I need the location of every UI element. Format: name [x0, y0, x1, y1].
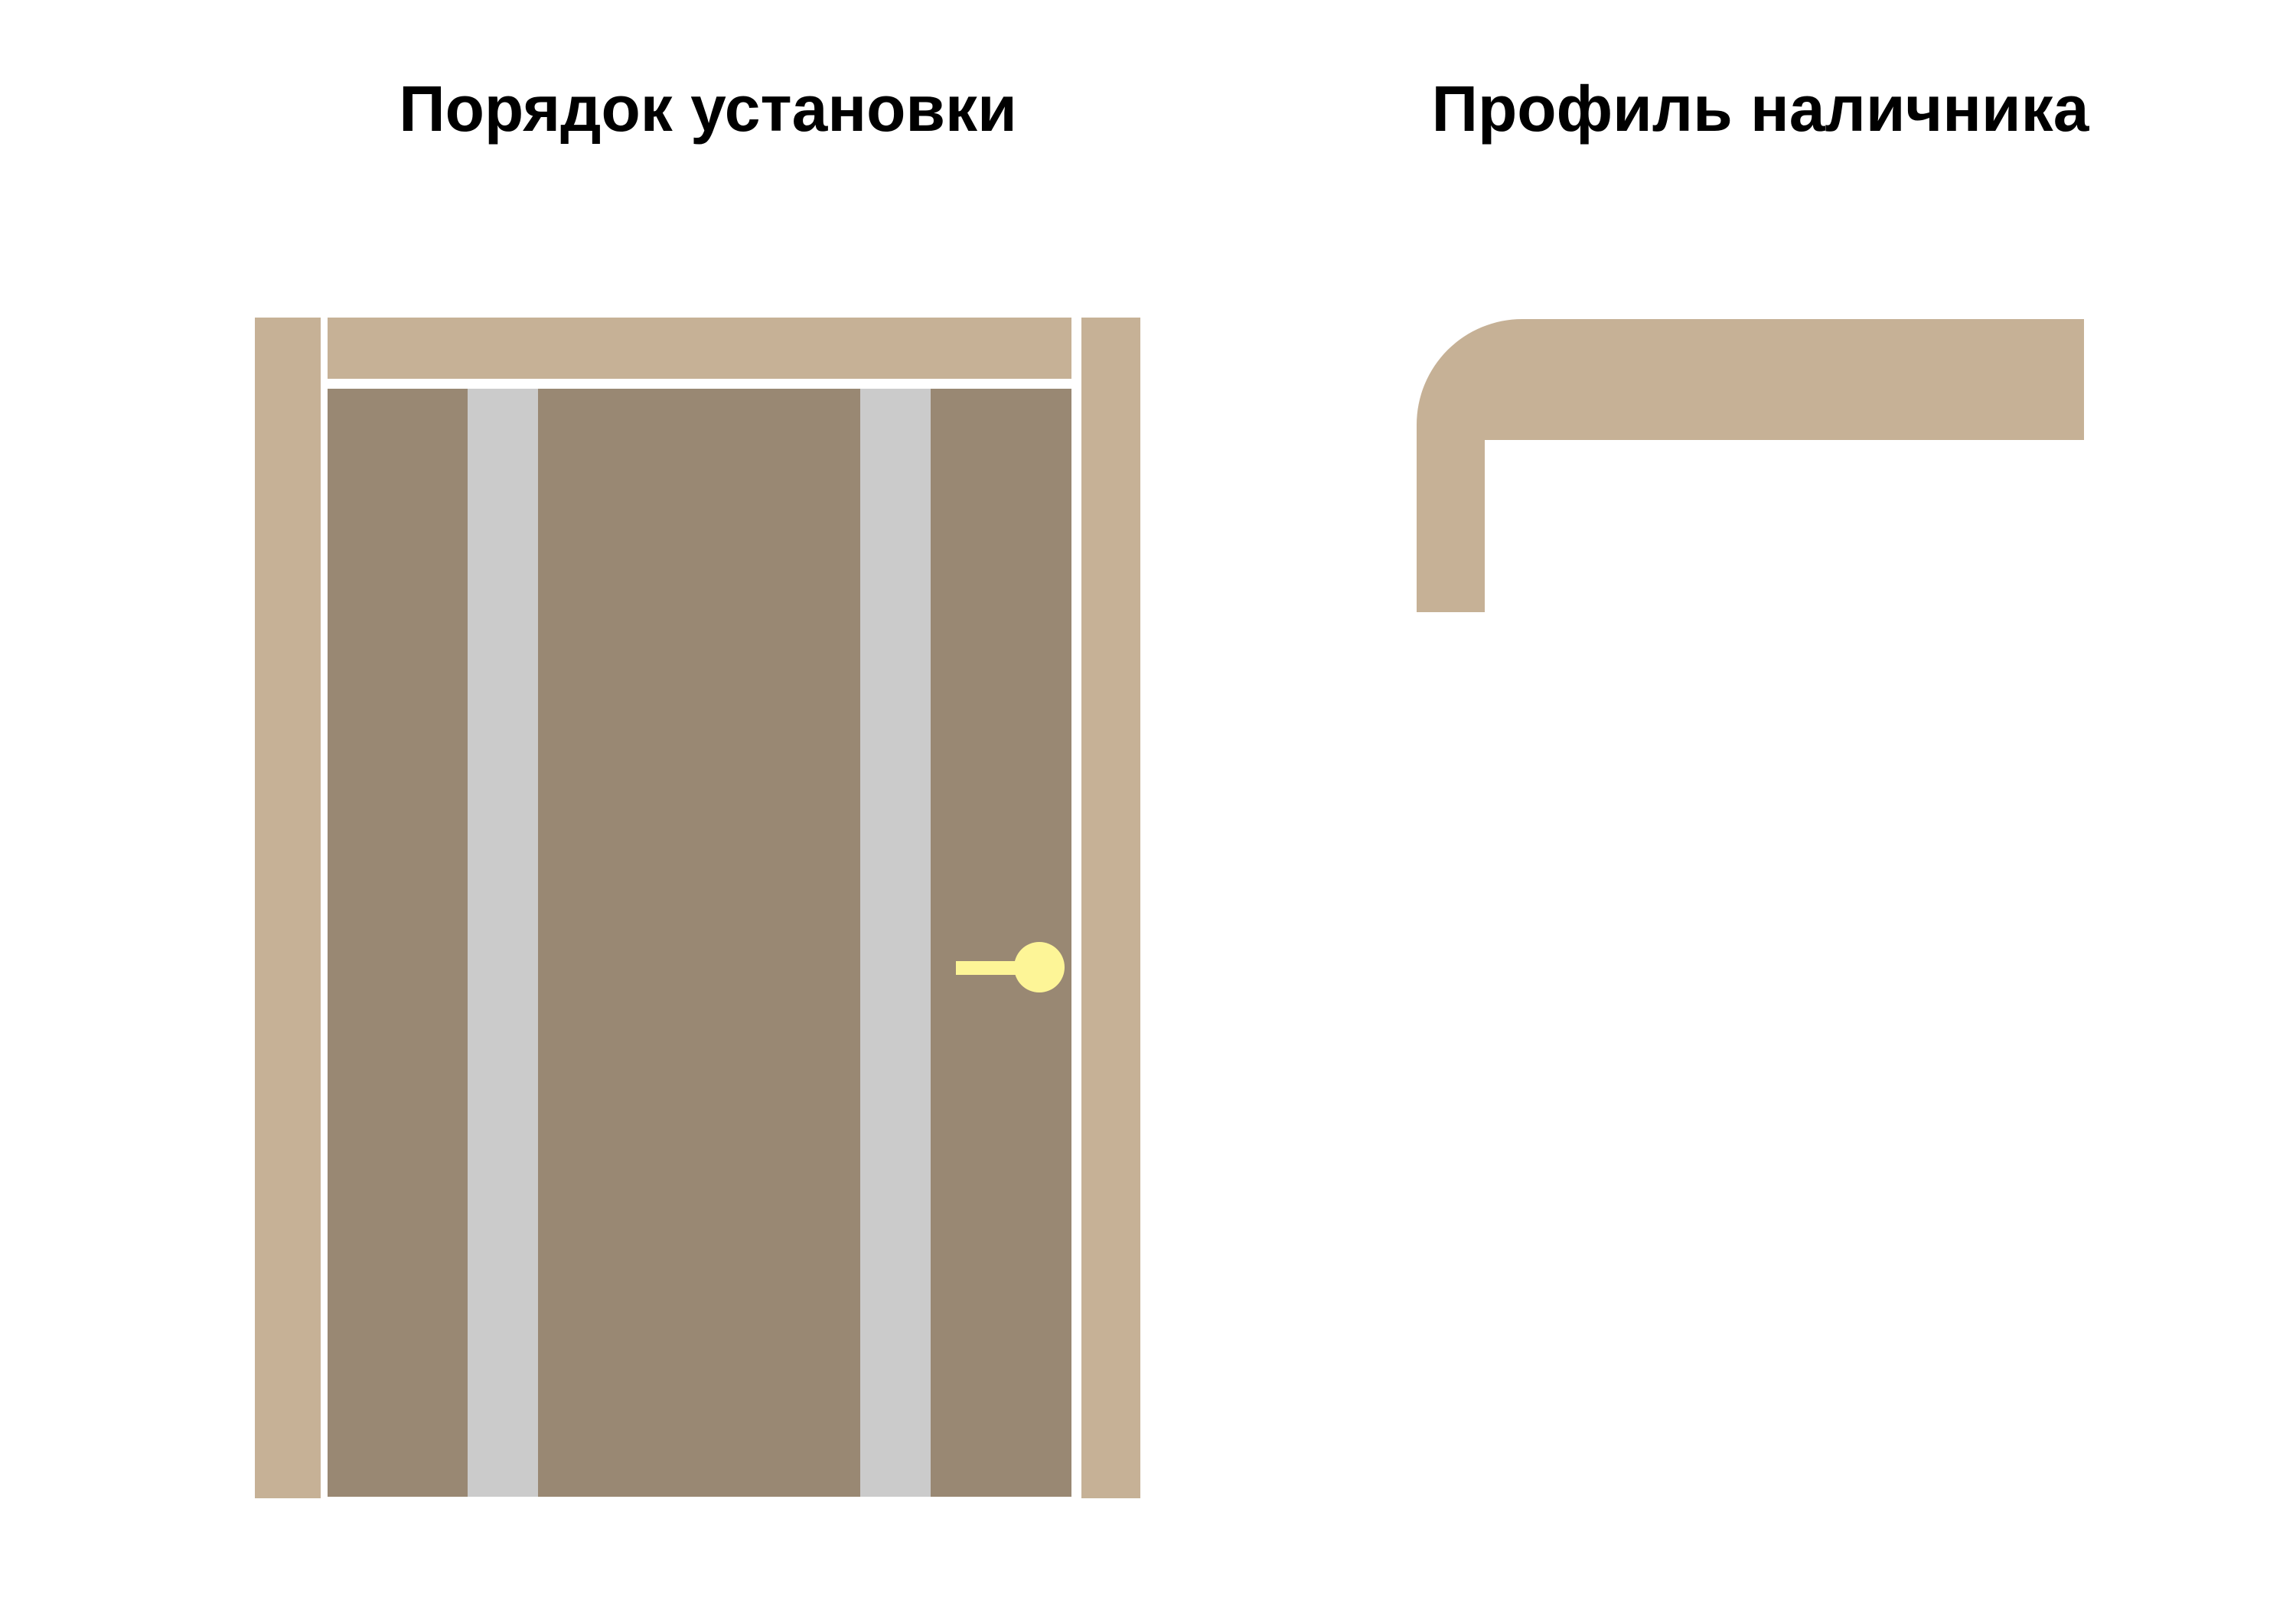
glass-insert-left: [468, 389, 538, 1497]
door-handle: [956, 942, 1065, 992]
door-leaf: [328, 389, 1071, 1497]
casing-profile-shape: [1417, 319, 2084, 612]
left-casing: [255, 318, 321, 1498]
door-assembly: [255, 318, 1140, 1498]
glass-insert-right: [860, 389, 931, 1497]
right-casing: [1081, 318, 1140, 1498]
handle-knob: [1014, 942, 1065, 992]
installation-order-title: Порядок установки: [399, 73, 1017, 145]
casing-profile-title: Профиль наличника: [1431, 73, 2089, 145]
top-casing: [328, 318, 1071, 379]
